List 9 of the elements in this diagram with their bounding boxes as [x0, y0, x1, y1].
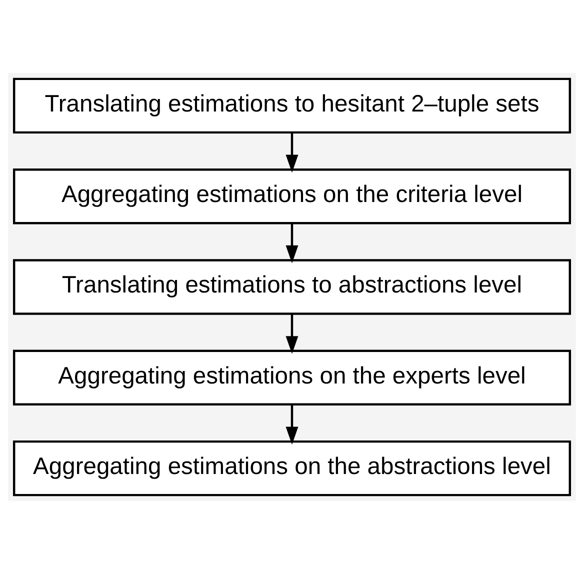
node-box: Translating estimations to hesitant 2–tuple sets	[12, 78, 572, 134]
node-box: Aggregating estimations on the abstractions level	[12, 440, 572, 496]
node-box: Aggregating estimations on the criteria level	[12, 168, 572, 224]
arrow	[286, 404, 298, 445]
arrow	[286, 314, 298, 354]
arrow	[286, 223, 298, 264]
arrow	[286, 132, 298, 173]
node-box: Translating estimations to abstractions level	[12, 259, 572, 315]
node-box: Aggregating estimations on the experts level	[12, 350, 572, 406]
